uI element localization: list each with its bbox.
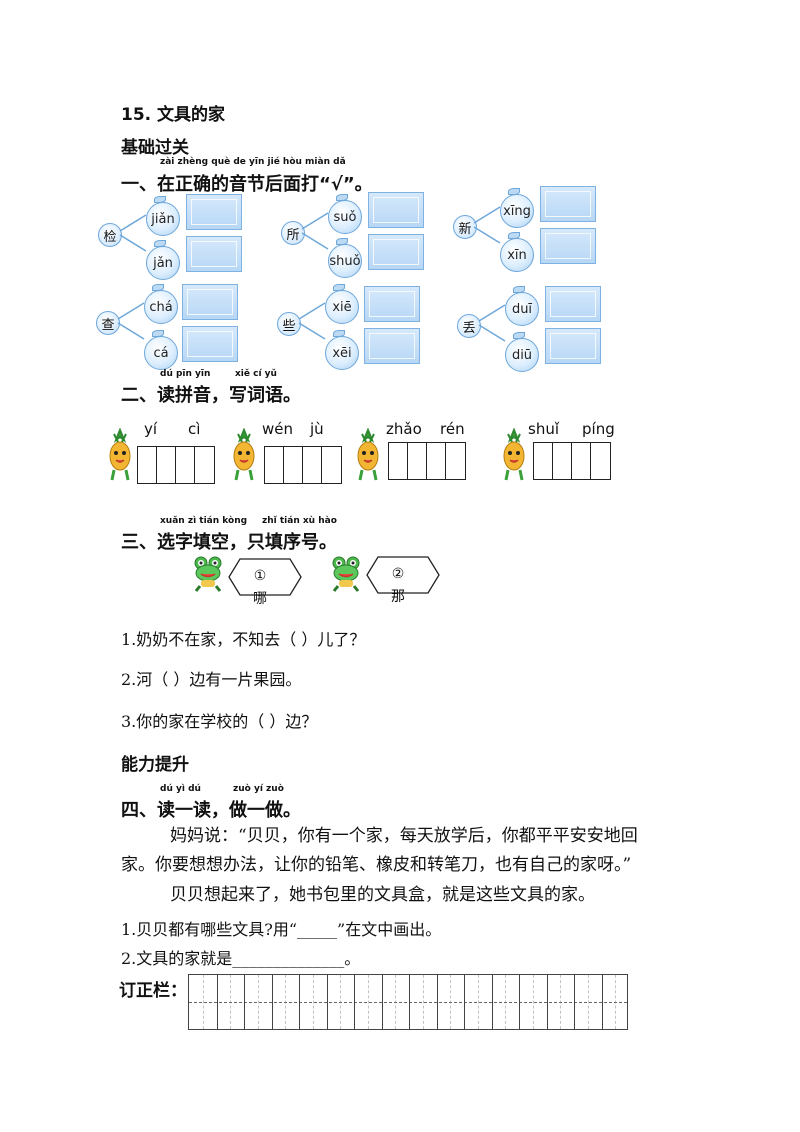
pinyin-syllable: wén [262, 420, 294, 438]
connector-lines [301, 212, 329, 250]
hanzi-bubble: 新 [453, 215, 477, 239]
q2-title: 二、读拼音，写词语。 [121, 385, 301, 406]
hanzi-bubble: 检 [98, 223, 122, 247]
hanzi-bubble: 所 [281, 221, 305, 245]
writing-box[interactable] [137, 446, 215, 484]
q4-task-2: 2.文具的家就是______________。 [121, 949, 361, 968]
q2-pinyin-hint-1: dú pīn yīn [160, 369, 211, 379]
syllable-apple: suǒ [328, 200, 362, 234]
q3-sentence-2: 2.河（ ）边有一片果园。 [121, 670, 302, 689]
syllable-apple: jǎn [146, 246, 180, 280]
q3-sentence-3: 3.你的家在学校的（ ）边？ [121, 712, 318, 731]
syllable-apple: xiē [325, 290, 359, 324]
connector-lines [119, 214, 147, 252]
pinyin-syllable: shuǐ [528, 420, 559, 438]
syllable-apple: diū [505, 338, 539, 372]
answer-box[interactable] [545, 328, 601, 364]
hanzi-bubble: 丢 [457, 314, 481, 338]
choice-char: 哪 [253, 591, 267, 607]
pinyin-syllable: jù [310, 420, 324, 438]
choice-hexagon [228, 558, 302, 596]
lesson-title: 15. 文具的家 [121, 105, 226, 125]
writing-box[interactable] [533, 442, 611, 480]
q4-pinyin-hint-1: dú yì dú [160, 784, 201, 794]
q4-task-1: 1.贝贝都有哪些文具?用“_____”在文中画出。 [121, 920, 442, 939]
answer-box[interactable] [540, 186, 596, 222]
q1-pinyin-hint: zài zhèng què de yīn jié hòu miàn dǎ [160, 157, 346, 167]
pineapple-icon [357, 428, 379, 481]
pinyin-syllable: cì [188, 420, 201, 438]
syllable-apple: cá [144, 336, 178, 370]
syllable-apple: xīng [500, 194, 534, 228]
q3-title: 三、选字填空，只填序号。 [121, 532, 337, 553]
answer-box[interactable] [186, 236, 242, 272]
answer-box[interactable] [182, 284, 238, 320]
frog-icon [194, 556, 222, 592]
pinyin-syllable: píng [582, 420, 615, 438]
q4-pinyin-hint-2: zuò yí zuò [233, 784, 284, 794]
answer-box[interactable] [368, 192, 424, 228]
choice-number: ② [391, 566, 405, 582]
pineapple-icon [109, 428, 131, 481]
answer-box[interactable] [182, 326, 238, 362]
connector-lines [117, 302, 145, 340]
q3-pinyin-hint-2: zhǐ tián xù hào [262, 516, 337, 526]
writing-box[interactable] [388, 442, 466, 480]
connector-lines [478, 304, 506, 342]
q4-title: 四、读一读，做一做。 [121, 800, 301, 821]
choice-char: 那 [391, 589, 405, 605]
pinyin-syllable: zhǎo [386, 420, 422, 438]
choice-number: ① [253, 568, 267, 584]
correction-grid[interactable] [188, 974, 628, 1030]
passage-line: 妈妈说：“贝贝，你有一个家，每天放学后，你都平平安安地回 [170, 826, 638, 846]
answer-box[interactable] [368, 234, 424, 270]
passage-line: 家。你要想想办法，让你的铅笔、橡皮和转笔刀，也有自己的家呀。” [121, 855, 632, 875]
q3-sentence-1: 1.奶奶不在家，不知去（ ）儿了？ [121, 630, 366, 649]
pinyin-syllable: yí [144, 420, 158, 438]
pineapple-icon [503, 428, 525, 481]
answer-box[interactable] [540, 228, 596, 264]
choice-hexagon [366, 556, 440, 594]
answer-box[interactable] [545, 286, 601, 322]
writing-box[interactable] [264, 446, 342, 484]
connector-lines [473, 206, 501, 244]
syllable-apple: shuǒ [328, 244, 362, 278]
q3-pinyin-hint-1: xuǎn zì tián kòng [160, 516, 248, 526]
hanzi-bubble: 查 [96, 311, 120, 335]
syllable-apple: duī [505, 292, 539, 326]
passage-line: 贝贝想起来了，她书包里的文具盒，就是这些文具的家。 [170, 885, 595, 905]
section-ability-heading: 能力提升 [121, 755, 189, 775]
correction-label: 订正栏： [119, 981, 187, 1001]
answer-box[interactable] [364, 286, 420, 322]
syllable-apple: chá [144, 290, 178, 324]
q1-title: 一、在正确的音节后面打“√”。 [121, 174, 373, 195]
answer-box[interactable] [186, 194, 242, 230]
syllable-apple: jiǎn [146, 202, 180, 236]
connector-lines [298, 302, 326, 340]
syllable-apple: xēi [325, 336, 359, 370]
frog-icon [332, 556, 360, 592]
q2-pinyin-hint-2: xiě cí yǔ [235, 369, 277, 379]
pineapple-icon [233, 428, 255, 481]
syllable-apple: xīn [500, 238, 534, 272]
pinyin-syllable: rén [440, 420, 465, 438]
answer-box[interactable] [364, 328, 420, 364]
section-basic-heading: 基础过关 [121, 138, 189, 158]
